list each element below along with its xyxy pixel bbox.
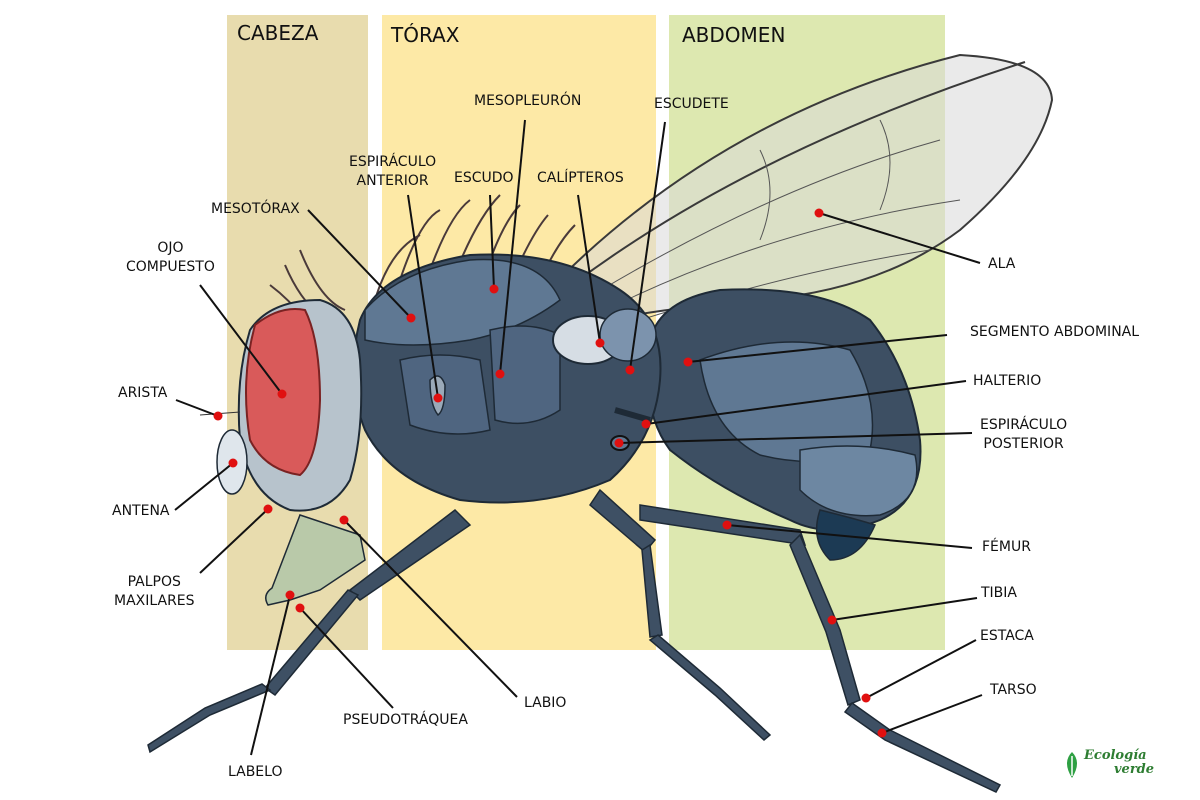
thorax-body (352, 253, 662, 504)
leader-lines (174, 119, 983, 756)
logo-text-line2: verde (1114, 762, 1155, 777)
marker-tibia (827, 615, 837, 625)
marker-dots (213, 208, 887, 738)
head-body (199, 298, 366, 606)
marker-ala (814, 208, 824, 218)
marker-escudete (625, 365, 635, 375)
label-tarso: TARSO (990, 682, 1037, 698)
logo-text-line1: Ecología (1084, 748, 1147, 763)
marker-estaca (861, 693, 871, 703)
marker-espiraculo-posterior (614, 438, 624, 448)
abdomen-body (646, 288, 922, 561)
ecologia-verde-logo: Ecología verde (1062, 748, 1182, 782)
section-title-thorax: TÓRAX (391, 23, 460, 47)
marker-tarso (877, 728, 887, 738)
label-mesotorax: MESOTÓRAX (211, 201, 300, 217)
marker-antena (228, 458, 238, 468)
label-antena: ANTENA (112, 503, 170, 519)
label-calipteros: CALÍPTEROS (537, 170, 624, 186)
label-mesopleuron: MESOPLEURÓN (474, 93, 582, 109)
leaf-icon (1067, 752, 1077, 778)
marker-mesopleuron (495, 369, 505, 379)
label-femur: FÉMUR (982, 539, 1031, 555)
marker-calipteros (595, 338, 605, 348)
marker-femur (722, 520, 732, 530)
label-labio: LABIO (524, 695, 567, 711)
label-pseudotraquea: PSEUDOTRÁQUEA (343, 712, 468, 728)
section-title-abdomen: ABDOMEN (682, 23, 786, 47)
marker-halterio (641, 419, 651, 429)
label-halterio: HALTERIO (973, 373, 1042, 389)
label-tibia: TIBIA (981, 585, 1017, 601)
label-estaca: ESTACA (980, 628, 1034, 644)
marker-labio (339, 515, 349, 525)
marker-escudo (489, 284, 499, 294)
label-escudete: ESCUDETE (654, 96, 729, 112)
label-labelo: LABELO (228, 764, 283, 780)
marker-segmento (683, 357, 693, 367)
marker-espiraculo-anterior (433, 393, 443, 403)
marker-arista (213, 411, 223, 421)
marker-palpos (263, 504, 273, 514)
label-escudo: ESCUDO (454, 170, 514, 186)
marker-mesotorax (406, 313, 416, 323)
label-ala: ALA (988, 256, 1016, 272)
label-segmento-abdominal: SEGMENTO ABDOMINAL (970, 324, 1140, 340)
marker-pseudotraquea (295, 603, 305, 613)
section-title-head: CABEZA (237, 21, 319, 45)
label-arista: ARISTA (118, 385, 168, 401)
marker-ojo (277, 389, 287, 399)
marker-labelo (285, 590, 295, 600)
